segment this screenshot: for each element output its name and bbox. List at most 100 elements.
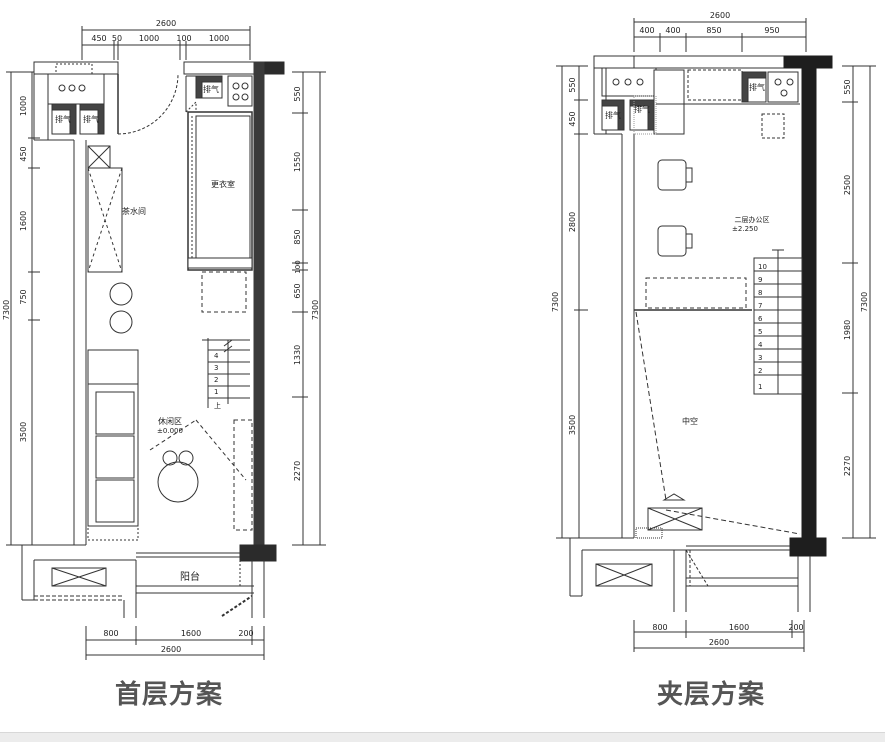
ground-floor-plan: 2600 450 50 1000 100 1000 1000 450 1600 … — [2, 19, 326, 660]
ground-floor-caption: 首层方案 — [115, 680, 224, 710]
stair-number: 8 — [758, 289, 762, 297]
stair-number: 9 — [758, 276, 762, 284]
stair-up-label: 上 — [214, 401, 221, 410]
dim-bottom-part: 200 — [788, 623, 803, 632]
exhaust-label: 排气 — [605, 110, 621, 120]
dim-right-part: 1550 — [293, 152, 302, 172]
dim-right-total: 7300 — [860, 292, 869, 312]
dim-top-part: 950 — [764, 26, 779, 35]
stair-number: 3 — [758, 354, 762, 362]
walls — [21, 61, 285, 618]
dim-right-part: 550 — [293, 86, 302, 101]
exhaust-label: 排气 — [749, 82, 765, 92]
dim-left-part: 750 — [19, 289, 28, 304]
kitchen-corner: 排气 排气 — [601, 67, 685, 135]
dim-left-total: 7300 — [551, 292, 560, 312]
exhaust-label: 排气 — [55, 114, 71, 124]
right-dimensions: 550 1550 850 100 650 1330 2270 7300 — [292, 71, 326, 546]
dim-bottom-total: 2600 — [709, 638, 729, 647]
dim-right-part: 2270 — [293, 461, 302, 481]
exhaust-label: 排气 — [634, 104, 650, 114]
dim-bottom-part: 200 — [238, 629, 253, 638]
stair-number: 1 — [214, 388, 218, 396]
dim-bottom-total: 2600 — [161, 645, 181, 654]
stools — [109, 282, 133, 334]
dim-top-total: 2600 — [156, 19, 176, 28]
changing-room-label: 更衣室 — [211, 179, 235, 189]
dim-right-part: 100 — [294, 260, 302, 273]
dim-bottom-part: 800 — [652, 623, 667, 632]
dim-right-total: 7300 — [311, 300, 320, 320]
dim-top-part: 400 — [639, 26, 654, 35]
dim-right-part: 850 — [293, 229, 302, 244]
lounge-label: 休闲区 — [158, 416, 182, 426]
balcony: 阳台 — [34, 560, 253, 617]
left-dimensions: 550 450 2800 3500 7300 — [551, 65, 588, 539]
right-shaft: 排气 — [185, 75, 253, 113]
exhaust-label: 排气 — [203, 84, 219, 94]
footer-bar — [0, 732, 885, 742]
bottom-dimensions: 800 1600 200 2600 — [633, 620, 805, 652]
stair-number: 3 — [214, 364, 218, 372]
dim-left-part: 450 — [19, 146, 28, 161]
dim-left-part: 3500 — [568, 415, 577, 435]
top-dimensions: 2600 450 50 1000 100 1000 — [81, 19, 251, 60]
mezzanine-caption: 夹层方案 — [657, 680, 766, 710]
entry-door — [117, 73, 179, 135]
stair-number: 6 — [758, 315, 763, 323]
dim-bottom-part: 1600 — [729, 623, 749, 632]
dim-left-part: 450 — [568, 111, 577, 126]
stair-number: 2 — [758, 367, 762, 375]
dim-top-part: 1000 — [209, 34, 229, 43]
stair-number: 1 — [758, 383, 762, 391]
staircase: 10 9 8 7 6 5 4 3 2 1 — [753, 249, 803, 395]
dim-right-part: 1330 — [293, 345, 302, 365]
dim-top-part: 400 — [665, 26, 680, 35]
dim-left-part: 2800 — [568, 212, 577, 232]
dim-left-part: 3500 — [19, 422, 28, 442]
stair-number: 10 — [758, 263, 767, 271]
dim-top-part: 850 — [706, 26, 721, 35]
dim-top-part: 450 — [91, 34, 106, 43]
balcony-label: 阳台 — [180, 570, 200, 583]
dim-right-part: 2270 — [843, 456, 852, 476]
office-label: 二层办公区 — [735, 215, 770, 224]
changing-room: 更衣室 — [187, 111, 253, 271]
dim-bottom-part: 800 — [103, 629, 118, 638]
tea-room: 茶水间 — [87, 145, 146, 273]
right-shaft: 排气 — [656, 69, 800, 139]
kitchen-corner: 排气 排气 — [47, 63, 105, 135]
office-level: ±2.250 — [732, 225, 758, 233]
stair-number: 4 — [214, 352, 219, 360]
right-dimensions: 550 2500 1980 2270 7300 — [842, 65, 876, 539]
dim-left-part: 550 — [568, 77, 577, 92]
walls — [569, 55, 833, 612]
dim-right-part: 650 — [293, 283, 302, 298]
lounge-furniture: 休闲区 ±0.000 — [87, 349, 253, 541]
dim-right-part: 550 — [843, 79, 852, 94]
left-dimensions: 1000 450 1600 750 3500 7300 — [2, 71, 40, 546]
lounge-level: ±0.000 — [157, 427, 183, 435]
exhaust-label: 排气 — [83, 114, 99, 124]
dim-right-part: 1980 — [843, 320, 852, 340]
stair-number: 5 — [758, 328, 762, 336]
dim-left-total: 7300 — [2, 300, 11, 320]
mezzanine-plan: 2600 400 400 850 950 550 450 2800 3500 7… — [551, 11, 876, 652]
dim-bottom-part: 1600 — [181, 629, 201, 638]
dim-top-part: 50 — [112, 34, 122, 43]
dim-left-part: 1000 — [19, 96, 28, 116]
top-dimensions: 2600 400 400 850 950 — [633, 11, 807, 52]
stair-number: 2 — [214, 376, 218, 384]
staircase: 4 3 2 1 上 — [201, 271, 250, 410]
tea-room-label: 茶水间 — [122, 206, 146, 216]
void-area: 中空 — [595, 311, 801, 587]
office-furniture: 二层办公区 ±2.250 — [634, 159, 770, 311]
dim-top-part: 100 — [176, 34, 191, 43]
dim-top-total: 2600 — [710, 11, 730, 20]
dim-right-part: 2500 — [843, 175, 852, 195]
bottom-dimensions: 800 1600 200 2600 — [85, 626, 265, 660]
stair-number: 4 — [758, 341, 763, 349]
dim-left-part: 1600 — [19, 211, 28, 231]
dim-top-part: 1000 — [139, 34, 159, 43]
